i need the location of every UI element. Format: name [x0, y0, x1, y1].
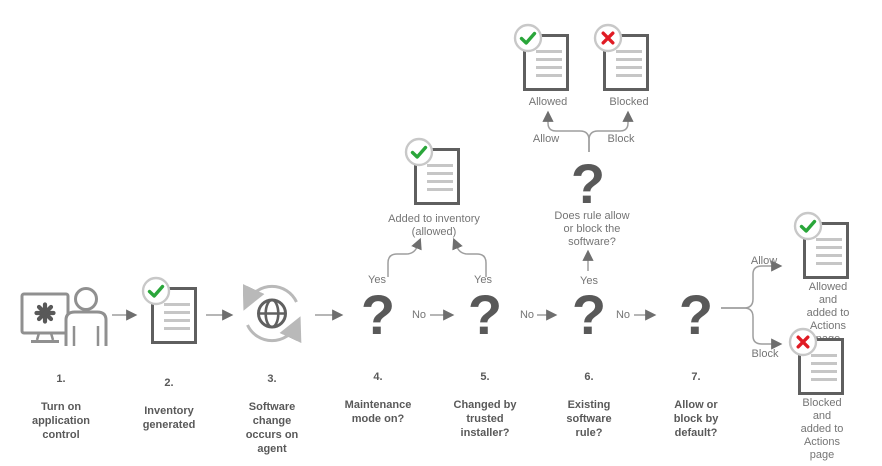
question-mark-step4: ? — [360, 283, 396, 346]
cross-badge-icon — [593, 23, 623, 53]
edge-label-no-installer: No — [519, 309, 535, 321]
allowed-document-icon — [513, 23, 569, 91]
step-1-title: Turn on application control — [31, 401, 91, 441]
allowed-label: Allowed — [528, 96, 568, 108]
edge-label-yes-installer: Yes — [474, 274, 492, 286]
question-mark-step5: ? — [467, 283, 503, 346]
step-6-label: 6. Existing software rule? — [566, 356, 611, 454]
cross-badge-icon — [788, 327, 818, 357]
step-3-title: Software change occurs on agent — [245, 401, 299, 455]
question-mark-step7: ? — [678, 283, 714, 346]
step-2-label: 2. Inventory generated — [143, 362, 196, 446]
blocked-actions-document-icon — [788, 327, 844, 395]
inventory-document-icon — [141, 276, 197, 344]
arrow-yes-step4-inventory — [387, 237, 422, 277]
arrow-yes-step5-inventory — [452, 237, 487, 277]
added-to-inventory-document-icon — [404, 137, 460, 205]
edge-label-allow-default: Allow — [750, 255, 778, 267]
step-5-number: 5. — [480, 371, 490, 383]
document-text-lines — [616, 50, 642, 77]
step-4-title: Maintenance mode on? — [344, 399, 412, 425]
check-badge-icon — [141, 276, 171, 306]
computer-user-icon — [20, 287, 108, 346]
added-to-inventory-label: Added to inventory (allowed) — [388, 213, 480, 238]
step-2-number: 2. — [164, 377, 174, 389]
step-7-title: Allow or block by default? — [673, 399, 719, 439]
document-text-lines — [427, 164, 453, 191]
step-7-number: 7. — [691, 371, 701, 383]
edge-label-yes-rule: Yes — [580, 275, 598, 287]
arrow-block-step7-blocked — [721, 307, 783, 350]
edge-label-yes-maintenance: Yes — [368, 274, 386, 286]
step-3-label: 3. Software change occurs on agent — [246, 358, 299, 466]
question-mark-step6: ? — [571, 283, 607, 346]
arrow-allow-step7-allowed — [721, 260, 783, 309]
asterisk-icon — [34, 302, 56, 324]
step-7-label: 7. Allow or block by default? — [674, 356, 719, 454]
step-6-number: 6. — [584, 371, 594, 383]
edge-label-allow-rule: Allow — [532, 133, 560, 145]
step-4-label: 4. Maintenance mode on? — [345, 356, 412, 440]
step-2-title: Inventory generated — [142, 405, 196, 431]
step-5-title: Changed by trusted installer? — [453, 399, 517, 439]
step-1-number: 1. — [56, 373, 66, 385]
step-5-label: 5. Changed by trusted installer? — [454, 356, 517, 454]
edge-label-block-rule: Block — [607, 133, 635, 145]
allowed-actions-label: Allowed and added to Actions page — [806, 281, 850, 345]
edge-label-no-maintenance: No — [411, 309, 427, 321]
check-badge-icon — [513, 23, 543, 53]
allowed-actions-document-icon — [793, 211, 849, 279]
check-badge-icon — [793, 211, 823, 241]
edge-label-no-rule: No — [615, 309, 631, 321]
blocked-document-icon — [593, 23, 649, 91]
globe-sync-icon — [243, 283, 302, 344]
blocked-label: Blocked — [609, 96, 649, 108]
check-badge-icon — [404, 137, 434, 167]
document-text-lines — [816, 238, 842, 265]
document-text-lines — [536, 50, 562, 77]
step-3-number: 3. — [267, 373, 277, 385]
document-text-lines — [164, 303, 190, 330]
blocked-actions-label: Blocked and added to Actions page — [800, 397, 844, 461]
edge-label-block-default: Block — [751, 348, 779, 360]
document-text-lines — [811, 354, 837, 381]
step-1-label: 1. Turn on application control — [32, 358, 90, 456]
step-4-number: 4. — [373, 371, 383, 383]
question-mark-rule-decision: ? — [570, 152, 606, 215]
rule-decision-label: Does rule allow or block the software? — [554, 210, 630, 248]
step-6-title: Existing software rule? — [566, 399, 612, 439]
